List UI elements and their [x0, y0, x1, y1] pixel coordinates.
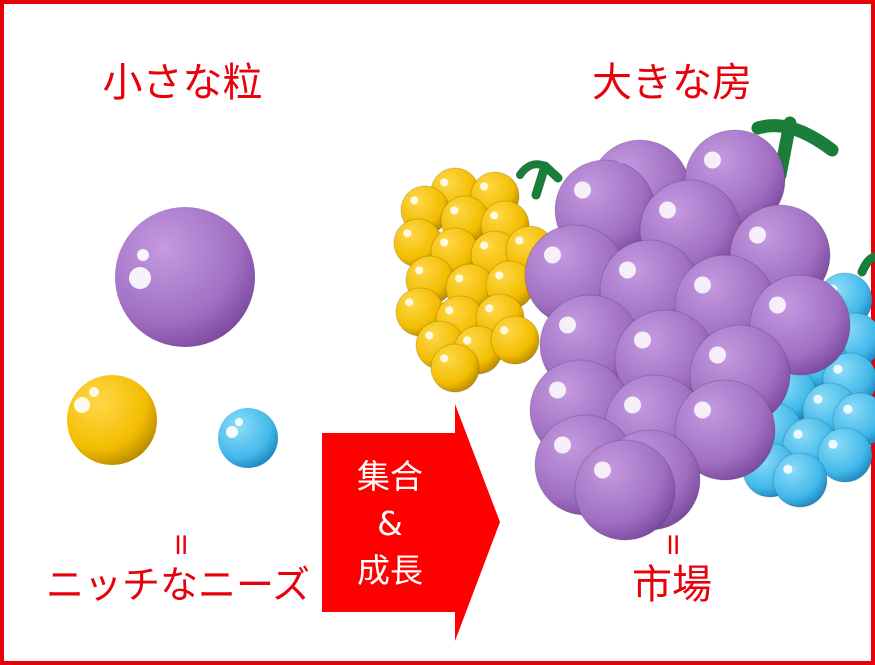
arrow-label-line-1: 集合 [357, 457, 423, 496]
purple-grape-icon [115, 207, 255, 347]
blue-grape-icon [218, 408, 278, 468]
left-heading: 小さな粒 [102, 60, 263, 106]
arrow-label-line-3: 成長 [357, 551, 423, 590]
purple-grape-bunch-icon [524, 116, 851, 541]
yellow-grape-icon [67, 375, 157, 465]
arrow-shape [322, 404, 500, 641]
arrow-label-line-2: & [377, 504, 403, 543]
left-caption: ニッチなニーズ [45, 563, 311, 607]
right-equals-sign: ॥ [663, 527, 681, 562]
left-equals-sign: ॥ [171, 527, 189, 562]
right-caption: 市場 [632, 562, 712, 608]
right-heading: 大きな房 [592, 60, 752, 106]
yellow-grape-bunch-icon [393, 160, 563, 393]
